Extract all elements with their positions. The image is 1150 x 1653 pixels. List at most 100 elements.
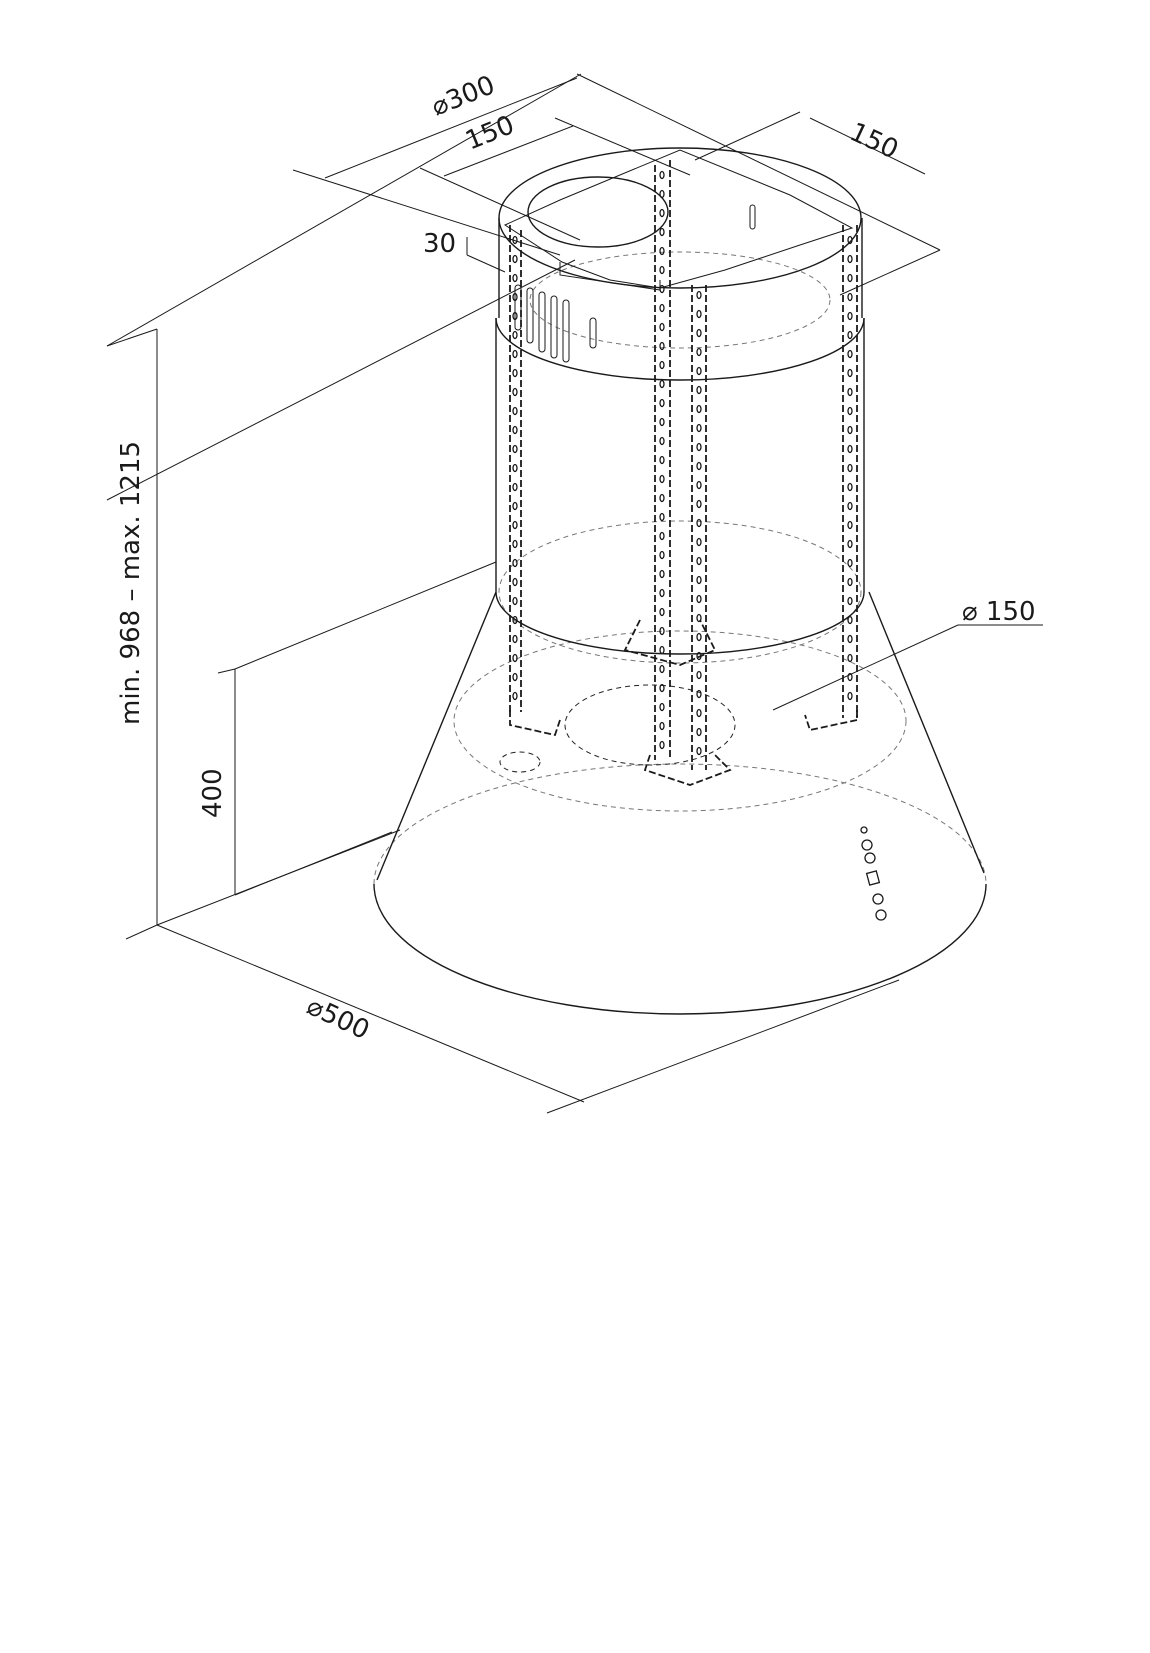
rail-hole bbox=[847, 634, 853, 644]
rail-hole bbox=[659, 588, 665, 598]
rail-hole bbox=[512, 254, 518, 264]
rail-hole bbox=[696, 651, 702, 661]
vent-slots bbox=[514, 204, 756, 363]
rail-hole bbox=[847, 444, 853, 454]
control-button[interactable] bbox=[875, 909, 887, 921]
rail-hole bbox=[659, 208, 665, 218]
label-top-diameter: ⌀300 bbox=[427, 70, 499, 122]
duct-opening bbox=[527, 176, 669, 248]
outer-chimney bbox=[495, 317, 865, 655]
rail-hole bbox=[659, 607, 665, 617]
indicator-light bbox=[860, 826, 868, 834]
rail-hole bbox=[847, 235, 853, 245]
rail-hole bbox=[847, 539, 853, 549]
control-panel bbox=[860, 826, 887, 921]
rail-hole bbox=[847, 615, 853, 625]
label-total-height: min. 968 – max. 1215 bbox=[116, 441, 146, 725]
rail-hole bbox=[512, 596, 518, 606]
rail-hole bbox=[659, 246, 665, 256]
rail-hole bbox=[659, 474, 665, 484]
rail-hole bbox=[659, 721, 665, 731]
control-button[interactable] bbox=[864, 852, 876, 864]
rail-hole bbox=[659, 512, 665, 522]
canopy-cone bbox=[373, 591, 987, 1015]
rail-hole bbox=[512, 444, 518, 454]
rail-hole bbox=[659, 702, 665, 712]
dimension-lines bbox=[106, 73, 1043, 1114]
control-button[interactable] bbox=[872, 893, 884, 905]
rail-hole bbox=[659, 227, 665, 237]
rail-hole bbox=[659, 284, 665, 294]
rail-hole bbox=[512, 425, 518, 435]
rail-hole bbox=[512, 520, 518, 530]
rail-hole bbox=[696, 385, 702, 395]
rail-hole bbox=[512, 653, 518, 663]
rail-hole bbox=[847, 691, 853, 701]
rail-hole bbox=[696, 689, 702, 699]
control-display bbox=[865, 870, 881, 886]
rail-hole bbox=[659, 398, 665, 408]
rail-hole bbox=[696, 613, 702, 623]
rail-hole bbox=[847, 653, 853, 663]
rail-hole bbox=[847, 425, 853, 435]
rail-hole bbox=[659, 493, 665, 503]
rail-hole bbox=[659, 569, 665, 579]
rail-hole bbox=[512, 330, 518, 340]
rail-hole bbox=[696, 404, 702, 414]
dim-line-depth-right bbox=[809, 117, 926, 175]
dim-line-depth-left bbox=[443, 125, 574, 177]
rail-hole bbox=[696, 632, 702, 642]
rail-hole bbox=[512, 406, 518, 416]
rail-hole bbox=[847, 482, 853, 492]
rail-hole bbox=[847, 463, 853, 473]
rail-hole bbox=[659, 303, 665, 313]
rail-hole bbox=[512, 463, 518, 473]
rail-hole bbox=[696, 442, 702, 452]
rail-hole bbox=[696, 575, 702, 585]
rail-hole bbox=[847, 672, 853, 682]
rail-hole bbox=[847, 558, 853, 568]
rail-hole bbox=[659, 189, 665, 199]
rail-hole bbox=[847, 596, 853, 606]
rail-hole bbox=[696, 746, 702, 756]
rail-hole bbox=[659, 265, 665, 275]
rail-hole bbox=[696, 309, 702, 319]
rail-hole bbox=[512, 387, 518, 397]
rail-hole bbox=[659, 379, 665, 389]
rail-hole bbox=[512, 349, 518, 359]
control-button[interactable] bbox=[861, 839, 873, 851]
rail-hole bbox=[659, 740, 665, 750]
dim-line-bottom-diameter bbox=[156, 924, 585, 1103]
rail-hole bbox=[847, 330, 853, 340]
rail-hole bbox=[659, 322, 665, 332]
rail-hole bbox=[659, 455, 665, 465]
rail-hole bbox=[847, 406, 853, 416]
rail-hole bbox=[847, 349, 853, 359]
label-canopy-height: 400 bbox=[198, 768, 228, 818]
rail-hole bbox=[696, 556, 702, 566]
label-bottom-diameter: ⌀500 bbox=[302, 991, 374, 1046]
rail-hole bbox=[512, 273, 518, 283]
rail-hole bbox=[847, 368, 853, 378]
rail-hole bbox=[512, 311, 518, 321]
rail-hole bbox=[512, 691, 518, 701]
rail-hole bbox=[847, 501, 853, 511]
rail-hole bbox=[847, 311, 853, 321]
mounting-rails bbox=[509, 160, 858, 786]
rail-hole bbox=[696, 290, 702, 300]
rail-hole bbox=[512, 615, 518, 625]
rail-hole bbox=[512, 634, 518, 644]
label-collar-height: 30 bbox=[423, 229, 456, 259]
rail-hole bbox=[696, 594, 702, 604]
rail-hole bbox=[696, 499, 702, 509]
rail-hole bbox=[659, 626, 665, 636]
dim-line-top-diameter bbox=[324, 77, 578, 179]
upper-chimney bbox=[498, 147, 863, 363]
rail-hole bbox=[696, 480, 702, 490]
label-outlet-diameter: ⌀ 150 bbox=[962, 597, 1036, 627]
rail-hole bbox=[659, 531, 665, 541]
rail-hole bbox=[659, 683, 665, 693]
rail-hole bbox=[659, 341, 665, 351]
rail-hole bbox=[696, 347, 702, 357]
